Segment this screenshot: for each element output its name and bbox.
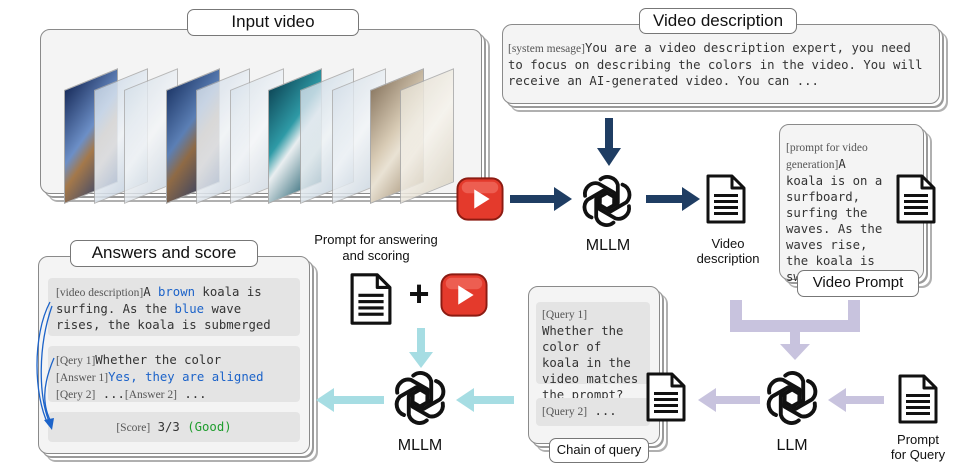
llm-label: LLM [776, 437, 808, 454]
prompt-answering-line-2: and scoring [342, 248, 410, 263]
video-description-caption: Video description [690, 236, 766, 266]
answers-q1-text: Whether the color [95, 353, 222, 367]
prompt-for-query-line-2: for Query [890, 447, 946, 462]
document-icon [898, 374, 938, 424]
arrow-chain-to-mllm [456, 388, 514, 412]
answers-description-box: [video description]A brown koala is surf… [48, 278, 300, 336]
answers-q2-end: ... [184, 387, 207, 401]
system-message-text: [system mesage]You are a video descripti… [508, 40, 932, 89]
answers-score-box: [Score] 3/3 (Good) [48, 412, 300, 442]
prompt-answering-line-1: Prompt for answering [314, 232, 438, 247]
prompt-bracket-arrow [730, 300, 860, 360]
answers-desc-tag: [video description] [56, 287, 144, 299]
arrow-prompt-to-llm [828, 388, 884, 412]
document-icon [896, 174, 936, 224]
arrow-youtube-to-mllm [510, 187, 572, 211]
answers-q2-mid: ... [102, 387, 125, 401]
score-label: (Good) [187, 420, 232, 434]
video-description-caption-1: Video [711, 236, 745, 251]
arrow-mllm-to-answers [316, 388, 384, 412]
chain-query-1-box: [Query 1] Whether the color of koala in … [536, 302, 650, 402]
youtube-play-icon [456, 177, 504, 221]
document-icon [706, 174, 746, 224]
openai-logo-icon [392, 370, 448, 426]
score-value: 3/3 [157, 420, 180, 434]
answers-desc-p2: koala is surfing. As the [56, 285, 262, 316]
plus-sign: + [408, 273, 430, 314]
openai-logo-icon [764, 370, 820, 426]
answers-desc-brown: brown [158, 285, 196, 299]
system-message-tag: [system mesage] [508, 43, 585, 55]
document-icon [646, 372, 686, 422]
mllm-top-label: MLLM [585, 237, 631, 254]
answers-q1-tag: [Qery 1] [56, 355, 96, 367]
answers-qa-box: [Qery 1]Whether the color [Answer 1]Yes,… [48, 346, 300, 402]
chain-q2-tag: [Query 2] [542, 406, 588, 418]
score-tag: [Score] [116, 422, 151, 434]
youtube-play-icon [440, 273, 488, 317]
chain-q1-tag: [Query 1] [542, 309, 588, 321]
answer-link-arrows [36, 301, 55, 430]
answers-a1-text: Yes, they are aligned [108, 370, 264, 384]
answers-a2-tag: [Answer 2] [124, 389, 177, 401]
chain-query-2-box: [Query 2] ... [536, 398, 650, 426]
answers-desc-p1: A [143, 285, 158, 299]
video-description-panel [502, 24, 940, 104]
video-prompt-title: Video Prompt [797, 270, 919, 297]
prompt-for-query-line-1: Prompt [897, 432, 939, 447]
openai-logo-icon [580, 174, 634, 228]
answers-desc-blue: blue [174, 302, 205, 316]
prompt-answering-caption: Prompt for answering and scoring [300, 232, 452, 264]
chain-of-query-title: Chain of query [549, 438, 649, 463]
video-prompt-tag-1: [prompt for video [786, 142, 868, 154]
video-frames [60, 60, 470, 204]
system-message-body: You are a video description expert, you … [508, 41, 923, 88]
video-prompt-body: A koala is on a surfboard, surfing the w… [786, 157, 883, 284]
video-description-title: Video description [639, 8, 797, 34]
answers-a1-tag: [Answer 1] [56, 372, 109, 384]
answers-desc-p3: wave rises, the koala is submerged [56, 302, 271, 332]
prompt-for-query-caption: Prompt for Query [880, 432, 956, 462]
video-prompt-text: [prompt for video generation]A koala is … [786, 140, 886, 285]
input-video-title: Input video [187, 9, 359, 36]
mllm-bottom-label: MLLM [397, 437, 443, 454]
video-prompt-tag-2: generation] [786, 159, 839, 171]
answers-q2-tag: [Qery 2] [56, 389, 96, 401]
arrow-llm-to-chain [698, 388, 760, 412]
answers-title: Answers and score [70, 240, 258, 267]
chain-q2-text: ... [594, 404, 617, 418]
video-frame [400, 68, 454, 204]
arrow-mllm-to-description [646, 187, 700, 211]
arrow-prompt-to-mllm [409, 328, 433, 368]
video-description-caption-2: description [696, 251, 760, 266]
document-icon [350, 273, 392, 325]
arrow-description-to-mllm [597, 118, 621, 166]
